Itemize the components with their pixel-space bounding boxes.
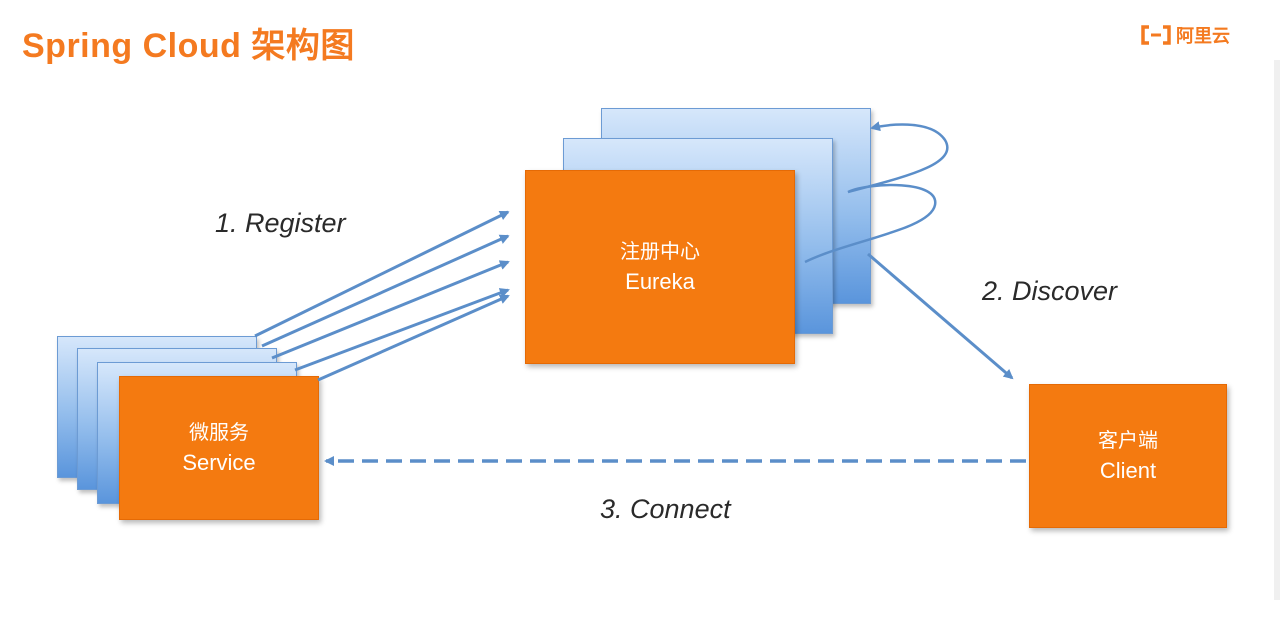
- register-arrow-1: [254, 210, 510, 338]
- service-node-label-cn: 微服务: [189, 422, 249, 444]
- page-title: Spring Cloud 架构图: [22, 27, 355, 65]
- register-arrow-5: [317, 294, 510, 382]
- discover-arrow: [867, 252, 1014, 380]
- replication-loop: [804, 121, 949, 264]
- brand-logo: 阿里云: [1140, 22, 1230, 48]
- discover-label: 2. Discover: [982, 276, 1118, 306]
- client-node: 客户端 Client: [1029, 384, 1227, 528]
- slide-edge: [1274, 60, 1280, 600]
- aliyun-logo-icon: [1140, 25, 1172, 45]
- eureka-node: 注册中心 Eureka: [525, 170, 795, 364]
- connect-label: 3. Connect: [600, 494, 731, 524]
- client-node-label-cn: 客户端: [1098, 430, 1158, 452]
- register-label: 1. Register: [215, 208, 346, 238]
- logo-text: 阿里云: [1176, 26, 1230, 46]
- register-arrows: [254, 210, 510, 382]
- client-node-label-en: Client: [1099, 458, 1157, 483]
- register-arrow-4: [294, 288, 510, 372]
- service-node-label-en: Service: [182, 450, 256, 475]
- service-node: 微服务 Service: [119, 376, 319, 520]
- eureka-node-label-en: Eureka: [625, 269, 695, 294]
- eureka-node-label-cn: 注册中心: [620, 241, 700, 263]
- register-arrow-3: [271, 260, 510, 360]
- register-arrow-2: [261, 234, 510, 348]
